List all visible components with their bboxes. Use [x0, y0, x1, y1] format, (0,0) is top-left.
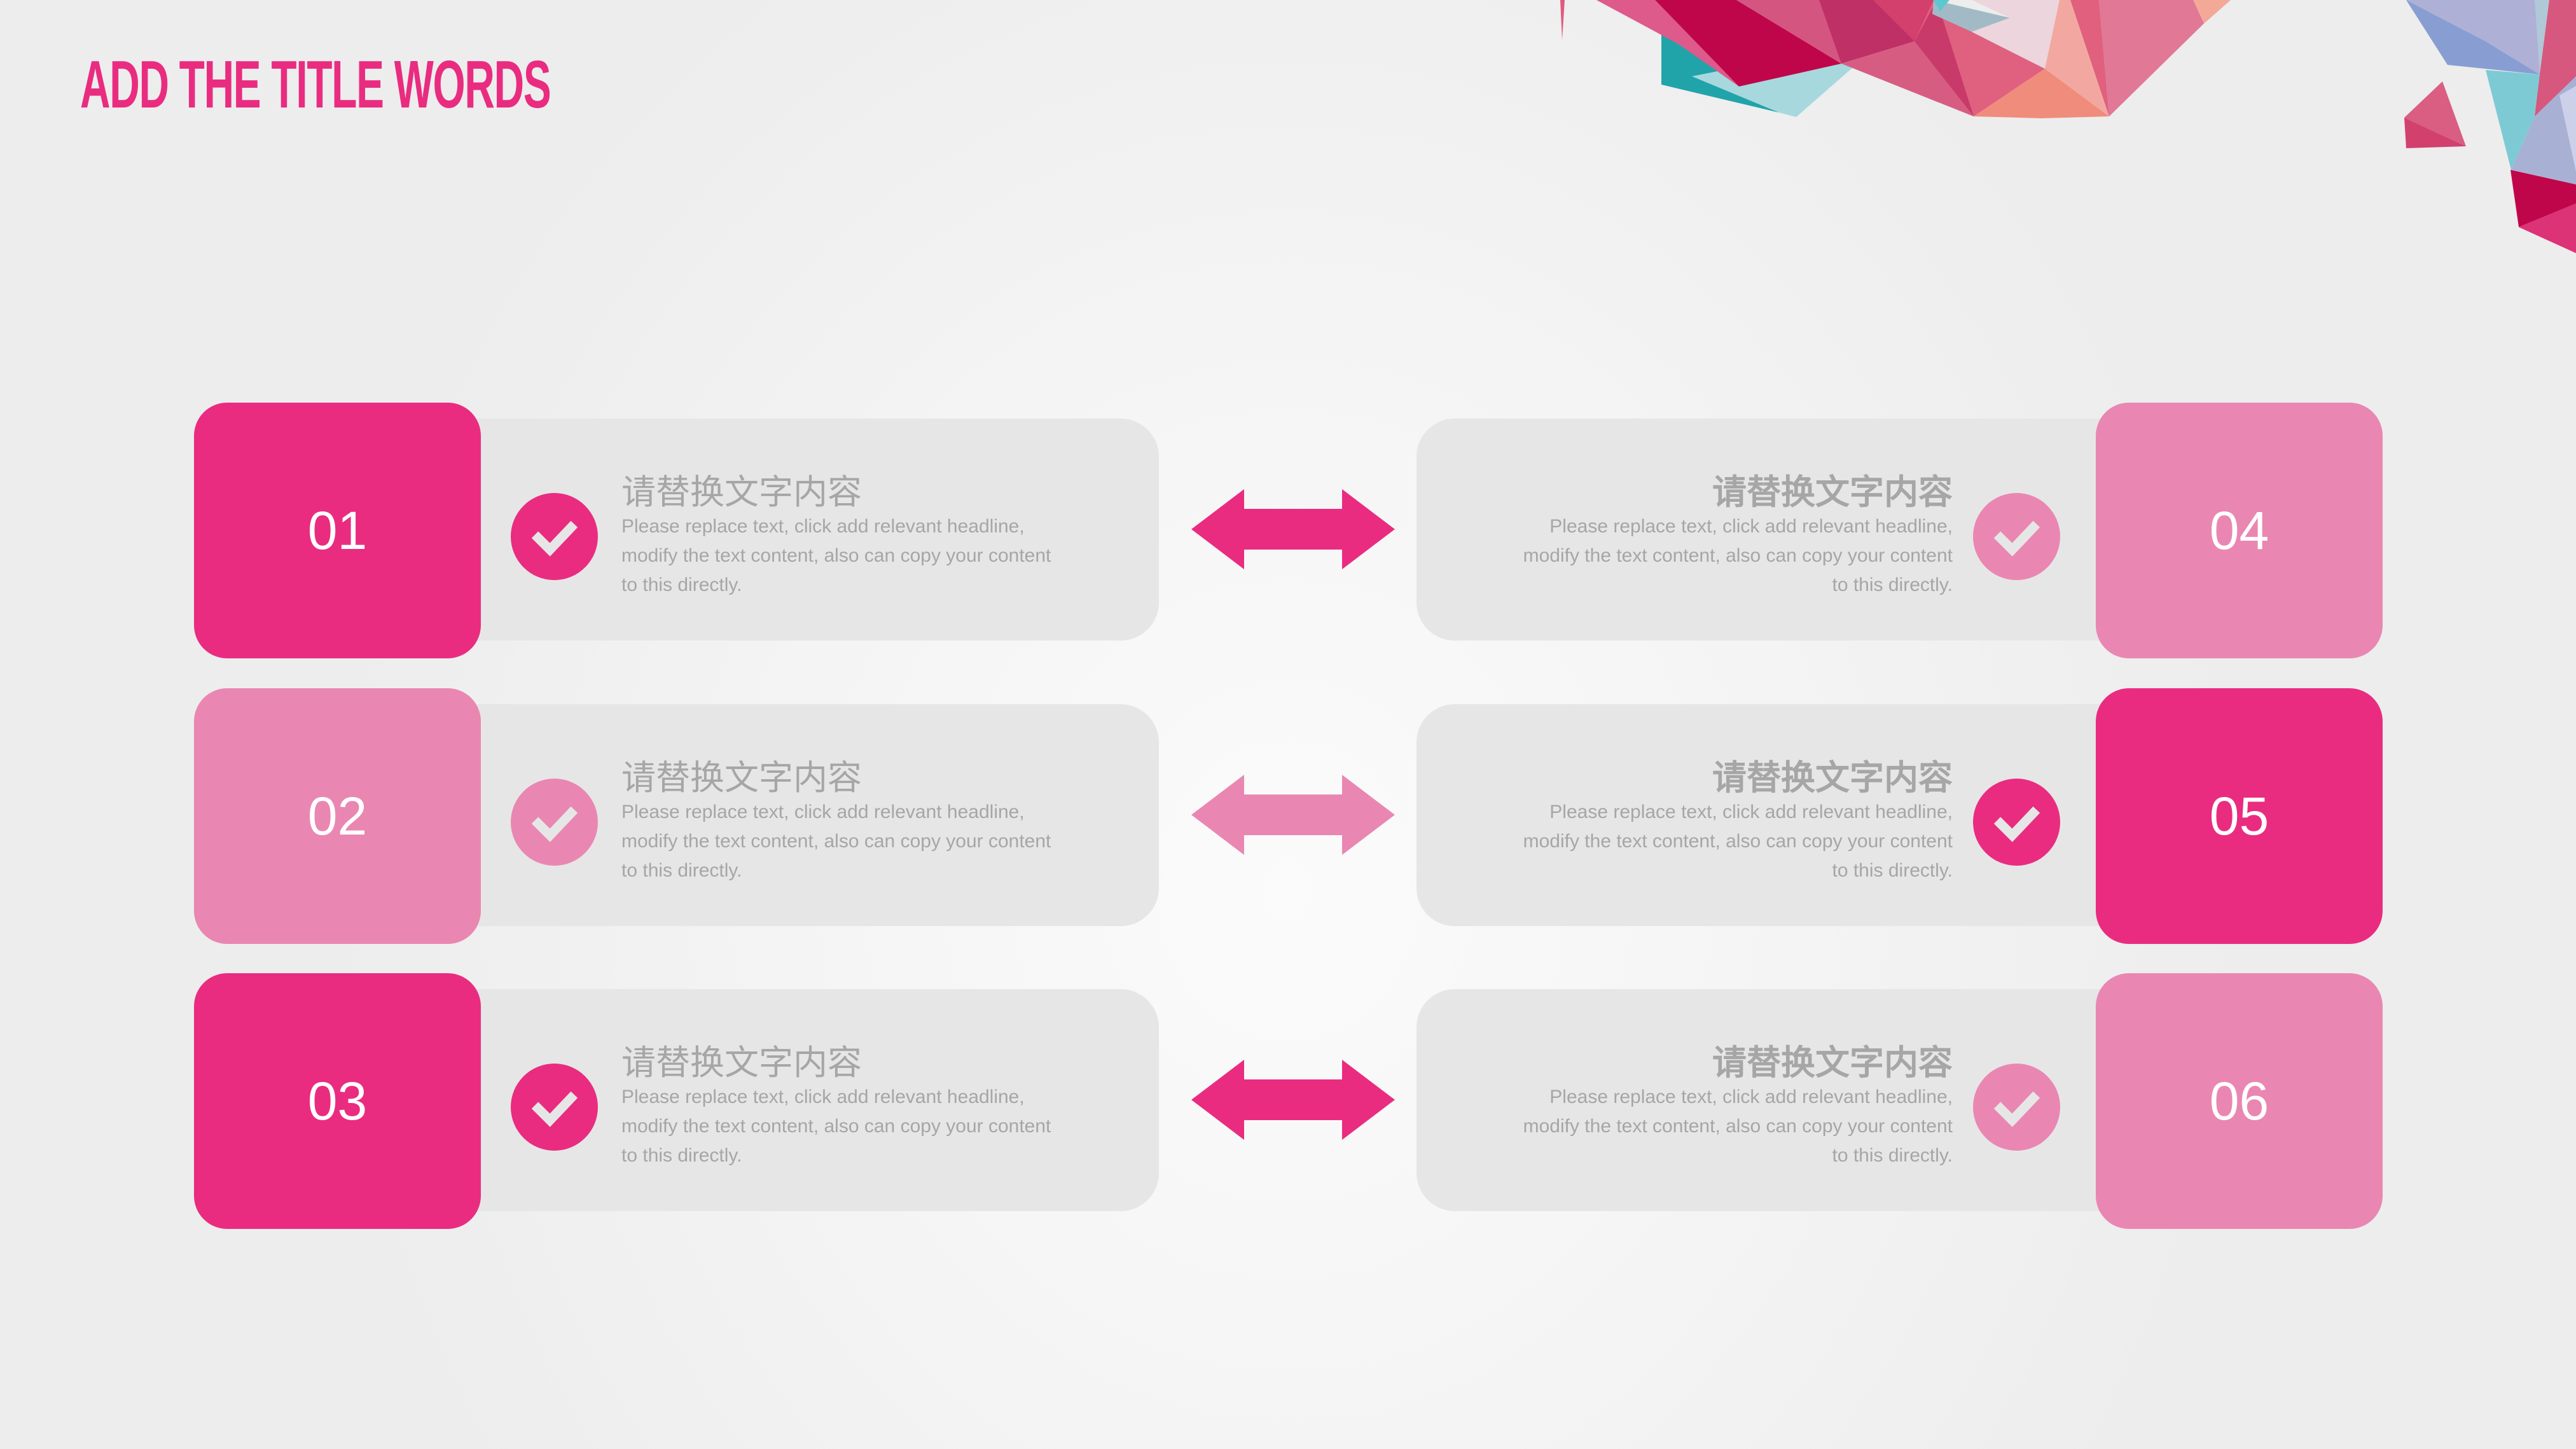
check-circle-icon [1973, 493, 2060, 580]
item-06-number-box: 06 [2096, 973, 2383, 1229]
double-arrow-icon [1191, 775, 1395, 855]
item-number: 01 [307, 500, 368, 560]
item-05-number-box: 05 [2096, 688, 2383, 944]
description-line: to this directly. [621, 1145, 742, 1166]
item-03-number-box: 03 [194, 973, 481, 1229]
item-description: Please replace text, click add relevant … [1463, 512, 1953, 600]
description-line: to this directly. [1832, 1145, 1953, 1166]
check-circle-icon [511, 1064, 598, 1151]
description-line: Please replace text, click add relevant … [621, 801, 1025, 822]
check-circle-icon [511, 779, 598, 866]
item-01-text: 请替换文字内容 Please replace text, click add r… [621, 471, 1105, 600]
check-circle-icon [1973, 779, 2060, 866]
description-line: to this directly. [621, 574, 742, 595]
description-line: Please replace text, click add relevant … [621, 516, 1025, 537]
item-number: 05 [2209, 786, 2269, 846]
description-line: Please replace text, click add relevant … [621, 1086, 1025, 1107]
item-heading: 请替换文字内容 [621, 758, 862, 798]
item-04-number-box: 04 [2096, 403, 2383, 658]
description-line: to this directly. [621, 860, 742, 881]
description-line: Please replace text, click add relevant … [1549, 1086, 1953, 1107]
item-heading: 请替换文字内容 [621, 472, 862, 512]
description-line: modify the text content, also can copy y… [621, 1116, 1051, 1137]
double-arrow-icon [1191, 489, 1395, 569]
item-03-text: 请替换文字内容 Please replace text, click add r… [621, 1042, 1105, 1170]
item-01-number-box: 01 [194, 403, 481, 658]
row-3: 03 请替换文字内容 Please replace text, click ad… [0, 973, 2576, 1229]
description-line: modify the text content, also can copy y… [1523, 831, 1953, 852]
description-line: modify the text content, also can copy y… [621, 831, 1051, 852]
description-line: to this directly. [1832, 860, 1953, 881]
check-circle-icon [1973, 1064, 2060, 1151]
item-heading: 请替换文字内容 [1712, 472, 1953, 512]
description-line: modify the text content, also can copy y… [1523, 545, 1953, 566]
row-2: 02 请替换文字内容 Please replace text, click ad… [0, 688, 2576, 944]
item-06-text: 请替换文字内容 Please replace text, click add r… [1463, 1042, 1953, 1170]
item-heading: 请替换文字内容 [1712, 1043, 1953, 1083]
item-description: Please replace text, click add relevant … [621, 1083, 1105, 1170]
item-heading: 请替换文字内容 [621, 1043, 862, 1083]
item-05-text: 请替换文字内容 Please replace text, click add r… [1463, 757, 1953, 885]
description-line: modify the text content, also can copy y… [1523, 1116, 1953, 1137]
item-heading: 请替换文字内容 [1712, 758, 1953, 798]
item-description: Please replace text, click add relevant … [1463, 1083, 1953, 1170]
double-arrow-icon [1191, 1060, 1395, 1140]
item-description: Please replace text, click add relevant … [1463, 798, 1953, 885]
item-description: Please replace text, click add relevant … [621, 512, 1105, 600]
row-1: 01 请替换文字内容 Please replace text, click ad… [0, 403, 2576, 658]
description-line: modify the text content, also can copy y… [621, 545, 1051, 566]
page-title: ADD THE TITLE WORDS [80, 47, 551, 122]
item-number: 02 [307, 786, 368, 846]
description-line: Please replace text, click add relevant … [1549, 516, 1953, 537]
description-line: to this directly. [1832, 574, 1953, 595]
item-description: Please replace text, click add relevant … [621, 798, 1105, 885]
item-04-text: 请替换文字内容 Please replace text, click add r… [1463, 471, 1953, 600]
description-line: Please replace text, click add relevant … [1549, 801, 1953, 822]
item-number: 06 [2209, 1071, 2269, 1131]
item-02-number-box: 02 [194, 688, 481, 944]
item-number: 04 [2209, 500, 2269, 560]
item-number: 03 [307, 1071, 368, 1131]
check-circle-icon [511, 493, 598, 580]
item-02-text: 请替换文字内容 Please replace text, click add r… [621, 757, 1105, 885]
